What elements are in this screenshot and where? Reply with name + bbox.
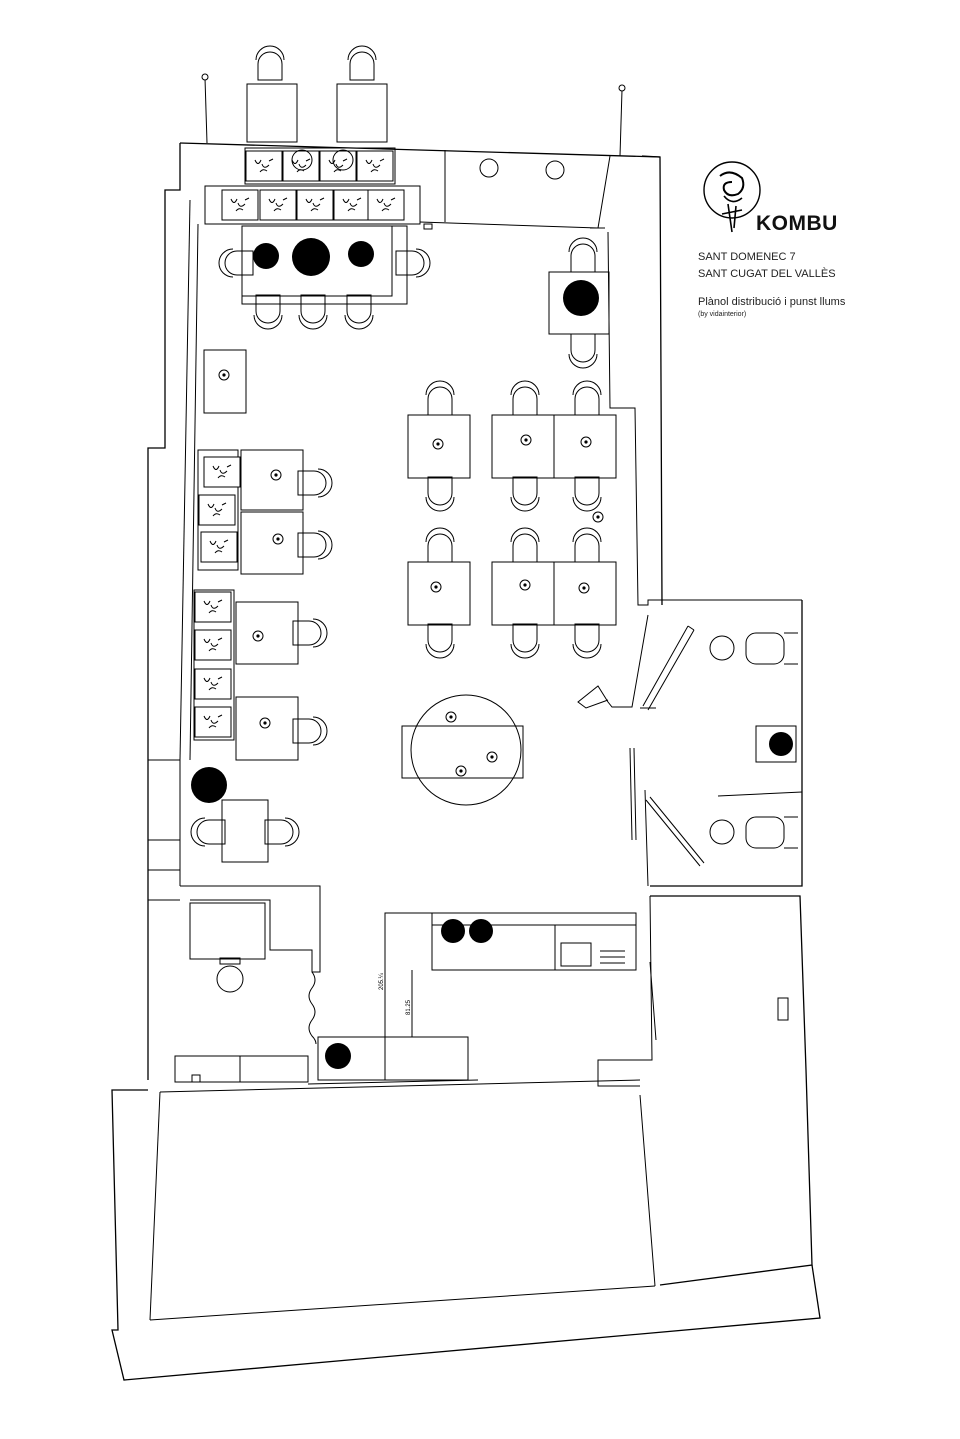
stove-burner-icon xyxy=(469,919,493,943)
pendant-light-icon xyxy=(348,241,374,267)
stove-burner-icon xyxy=(441,919,465,943)
toilet-icon xyxy=(745,632,785,665)
sink-icon xyxy=(709,819,735,845)
brand-name: KOMBU xyxy=(756,212,838,235)
pendant-light-icon xyxy=(191,767,227,803)
pendant-light-icon xyxy=(292,238,330,276)
kitchen: 205.¼ 81.25 xyxy=(174,885,637,1085)
pendant-light-icon xyxy=(563,280,599,316)
small-table xyxy=(190,767,300,863)
terrace xyxy=(201,45,626,157)
kombu-logo-icon xyxy=(703,161,761,233)
address-line-1: SANT DOMENEC 7 xyxy=(698,251,796,263)
designer-credit: (by vidainterior) xyxy=(698,311,747,318)
address-line-2: SANT CUGAT DEL VALLÈS xyxy=(698,268,836,280)
plan-description: Plànol distribució i punst llums xyxy=(698,296,846,308)
pendant-light-icon xyxy=(769,732,793,756)
svg-text:205.¼: 205.¼ xyxy=(379,972,385,990)
storage-room xyxy=(597,895,789,1087)
round-table xyxy=(401,694,524,806)
corner-table xyxy=(548,237,610,369)
sink-icon xyxy=(560,942,592,967)
entrance-zone xyxy=(204,147,611,230)
right-pillar xyxy=(590,227,802,606)
toilet-icon xyxy=(745,816,785,849)
svg-text:81.25: 81.25 xyxy=(406,999,412,1015)
side-console xyxy=(203,349,247,414)
long-table xyxy=(218,225,431,330)
pendant-light-icon xyxy=(253,243,279,269)
left-wall xyxy=(148,199,199,901)
sink-icon xyxy=(709,635,735,661)
restrooms xyxy=(577,614,803,887)
pendant-light-icon xyxy=(325,1043,351,1069)
exterior-walls xyxy=(111,142,821,1381)
center-tables xyxy=(407,380,617,659)
booth-tables xyxy=(193,449,333,761)
